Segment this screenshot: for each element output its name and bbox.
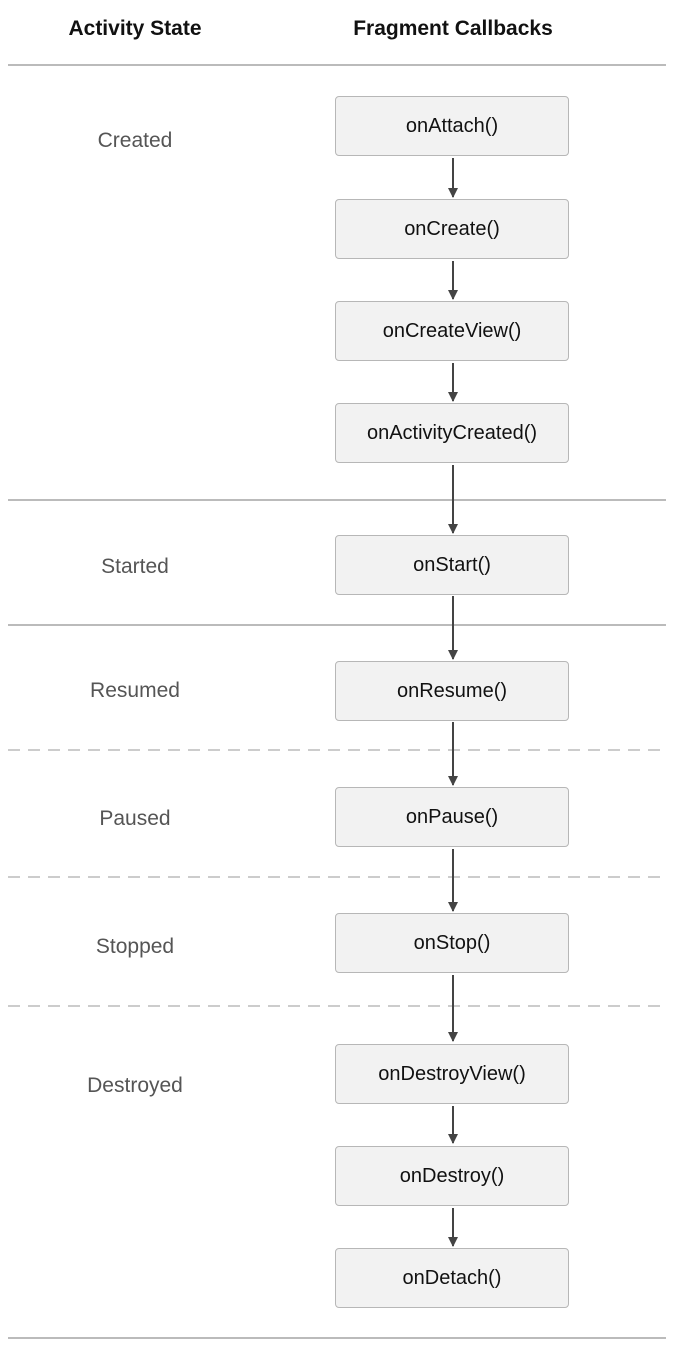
callback-on-attach: onAttach()	[335, 96, 569, 156]
callback-on-start: onStart()	[335, 535, 569, 595]
callback-on-create-view: onCreateView()	[335, 301, 569, 361]
callback-on-stop: onStop()	[335, 913, 569, 973]
state-paused: Paused	[99, 807, 171, 830]
callback-on-resume: onResume()	[335, 661, 569, 721]
callback-on-activity-created: onActivityCreated()	[335, 403, 569, 463]
callback-on-pause: onPause()	[335, 787, 569, 847]
callback-on-destroy: onDestroy()	[335, 1146, 569, 1206]
callback-on-detach: onDetach()	[335, 1248, 569, 1308]
callback-on-create: onCreate()	[335, 199, 569, 259]
state-resumed: Resumed	[90, 679, 180, 702]
header-activity-state: Activity State	[68, 17, 202, 40]
state-started: Started	[101, 555, 169, 578]
callback-on-destroy-view: onDestroyView()	[335, 1044, 569, 1104]
state-destroyed: Destroyed	[87, 1074, 183, 1097]
header-fragment-callbacks: Fragment Callbacks	[353, 17, 553, 40]
state-created: Created	[97, 129, 173, 152]
state-stopped: Stopped	[95, 935, 175, 958]
